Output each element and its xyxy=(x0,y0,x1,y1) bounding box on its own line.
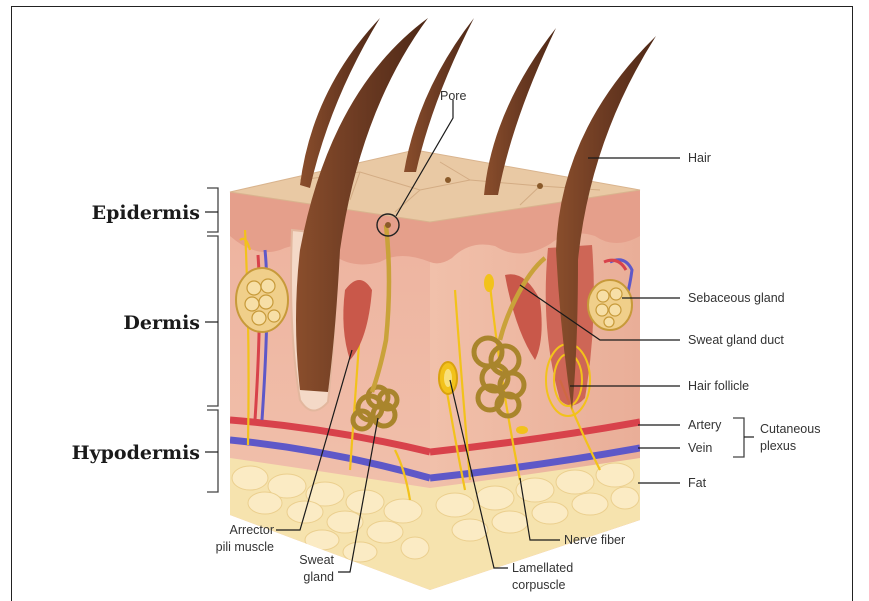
label-lamellated-line1: Lamellated xyxy=(512,561,573,575)
label-vein: Vein xyxy=(688,441,712,455)
sebaceous-gland-left xyxy=(236,268,288,332)
label-nerve-fiber: Nerve fiber xyxy=(564,533,625,547)
label-dermis: Dermis xyxy=(123,312,200,334)
label-sweat-gland-line2: gland xyxy=(303,570,334,584)
label-fat: Fat xyxy=(688,476,707,490)
label-lamellated-line2: corpuscle xyxy=(512,578,566,592)
label-cutaneous-line2: plexus xyxy=(760,439,796,453)
layer-brackets xyxy=(205,188,218,492)
sebaceous-gland-right xyxy=(588,280,632,330)
label-hypodermis: Hypodermis xyxy=(72,442,200,464)
lamellated-corpuscle xyxy=(439,362,457,394)
right-face xyxy=(430,190,640,590)
label-cutaneous-line1: Cutaneous xyxy=(760,422,820,436)
label-hair-follicle: Hair follicle xyxy=(688,379,749,393)
label-sebaceous-gland: Sebaceous gland xyxy=(688,291,785,305)
label-sweat-gland-line1: Sweat xyxy=(299,553,334,567)
label-epidermis: Epidermis xyxy=(92,202,200,224)
label-artery: Artery xyxy=(688,418,722,432)
label-arrector-line2: pili muscle xyxy=(216,540,274,554)
label-pore: Pore xyxy=(440,89,466,103)
label-sweat-gland-duct: Sweat gland duct xyxy=(688,333,784,347)
label-hair: Hair xyxy=(688,151,711,165)
label-arrector-line1: Arrector xyxy=(230,523,274,537)
